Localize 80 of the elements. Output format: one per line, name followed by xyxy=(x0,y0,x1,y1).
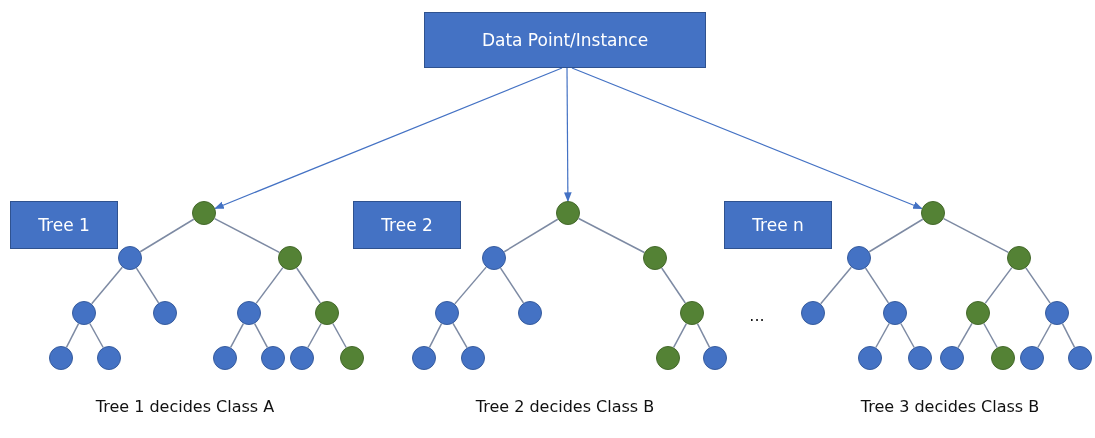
tree-branch xyxy=(135,267,160,304)
input-box: Data Point/Instance xyxy=(424,12,706,68)
tree-branch xyxy=(452,322,468,349)
tree-branch xyxy=(89,322,104,349)
tree-node-circle xyxy=(435,301,459,325)
tree-branch xyxy=(503,218,559,253)
tree-branch xyxy=(957,322,973,349)
tree-node-circle xyxy=(883,301,907,325)
tree-node-circle xyxy=(801,301,825,325)
tree-branch xyxy=(307,322,322,349)
tree-node-circle xyxy=(643,246,667,270)
tree-node-circle xyxy=(921,201,945,225)
tree-node-circle xyxy=(192,201,216,225)
tree-branch xyxy=(660,267,687,304)
tree-branch xyxy=(1061,322,1076,349)
tree-branch xyxy=(868,218,924,253)
tree-node-circle xyxy=(412,346,436,370)
tree-branch xyxy=(229,322,245,349)
tree-result-label: Tree 1 decides Class A xyxy=(95,397,275,416)
tree-branch xyxy=(332,322,347,349)
tree-node-circle xyxy=(966,301,990,325)
tree-node-circle xyxy=(858,346,882,370)
tree-node-circle xyxy=(1020,346,1044,370)
tree-node-circle xyxy=(1045,301,1069,325)
tree-node-circle xyxy=(118,246,142,270)
tree-result-label: Tree 3 decides Class B xyxy=(860,397,1040,416)
tree-branch xyxy=(1037,322,1052,349)
tree-branch xyxy=(864,267,890,304)
tree-branch xyxy=(454,266,487,305)
tree-node-circle xyxy=(97,346,121,370)
tree-node-circle xyxy=(278,246,302,270)
tree-node-circle xyxy=(72,301,96,325)
tree-branch xyxy=(1025,267,1051,304)
tree-node-circle xyxy=(213,346,237,370)
tree-node-circle xyxy=(340,346,364,370)
tree-branch xyxy=(696,322,711,349)
tree-branch xyxy=(577,217,646,254)
arrow xyxy=(564,67,572,202)
tree-branch xyxy=(428,322,443,349)
tree-node-circle xyxy=(1007,246,1031,270)
tree-label-box: Tree 2 xyxy=(353,201,461,249)
ellipsis: ... xyxy=(749,306,765,325)
tree-node-circle xyxy=(847,246,871,270)
arrow xyxy=(571,67,923,210)
tree-node-circle xyxy=(49,346,73,370)
tree-node-circle xyxy=(680,301,704,325)
tree-branch xyxy=(900,322,915,349)
tree-branch xyxy=(213,217,281,254)
tree-branch xyxy=(672,322,688,349)
tree-branch xyxy=(983,322,998,349)
tree-node-circle xyxy=(518,301,542,325)
tree-node-circle xyxy=(153,301,177,325)
tree-node-circle xyxy=(261,346,285,370)
tree-node-circle xyxy=(908,346,932,370)
tree-branch xyxy=(942,217,1010,254)
tree-node-circle xyxy=(991,346,1015,370)
tree-branch xyxy=(984,266,1013,305)
tree-branch xyxy=(295,267,322,304)
tree-label-box: Tree n xyxy=(724,201,832,249)
tree-result-label: Tree 2 decides Class B xyxy=(475,397,655,416)
tree-branch xyxy=(499,267,525,304)
arrow xyxy=(214,67,563,210)
tree-branch xyxy=(819,266,853,305)
tree-branch xyxy=(253,322,269,349)
tree-branch xyxy=(90,266,124,305)
tree-branch xyxy=(875,322,890,349)
tree-label-box: Tree 1 xyxy=(10,201,118,249)
tree-node-circle xyxy=(237,301,261,325)
tree-node-circle xyxy=(482,246,506,270)
tree-branch xyxy=(255,266,284,305)
tree-node-circle xyxy=(656,346,680,370)
tree-node-circle xyxy=(461,346,485,370)
tree-node-circle xyxy=(290,346,314,370)
tree-branch xyxy=(139,218,195,253)
tree-node-circle xyxy=(315,301,339,325)
tree-branch xyxy=(65,322,80,349)
tree-node-circle xyxy=(940,346,964,370)
tree-node-circle xyxy=(1068,346,1092,370)
tree-node-circle xyxy=(556,201,580,225)
tree-node-circle xyxy=(703,346,727,370)
